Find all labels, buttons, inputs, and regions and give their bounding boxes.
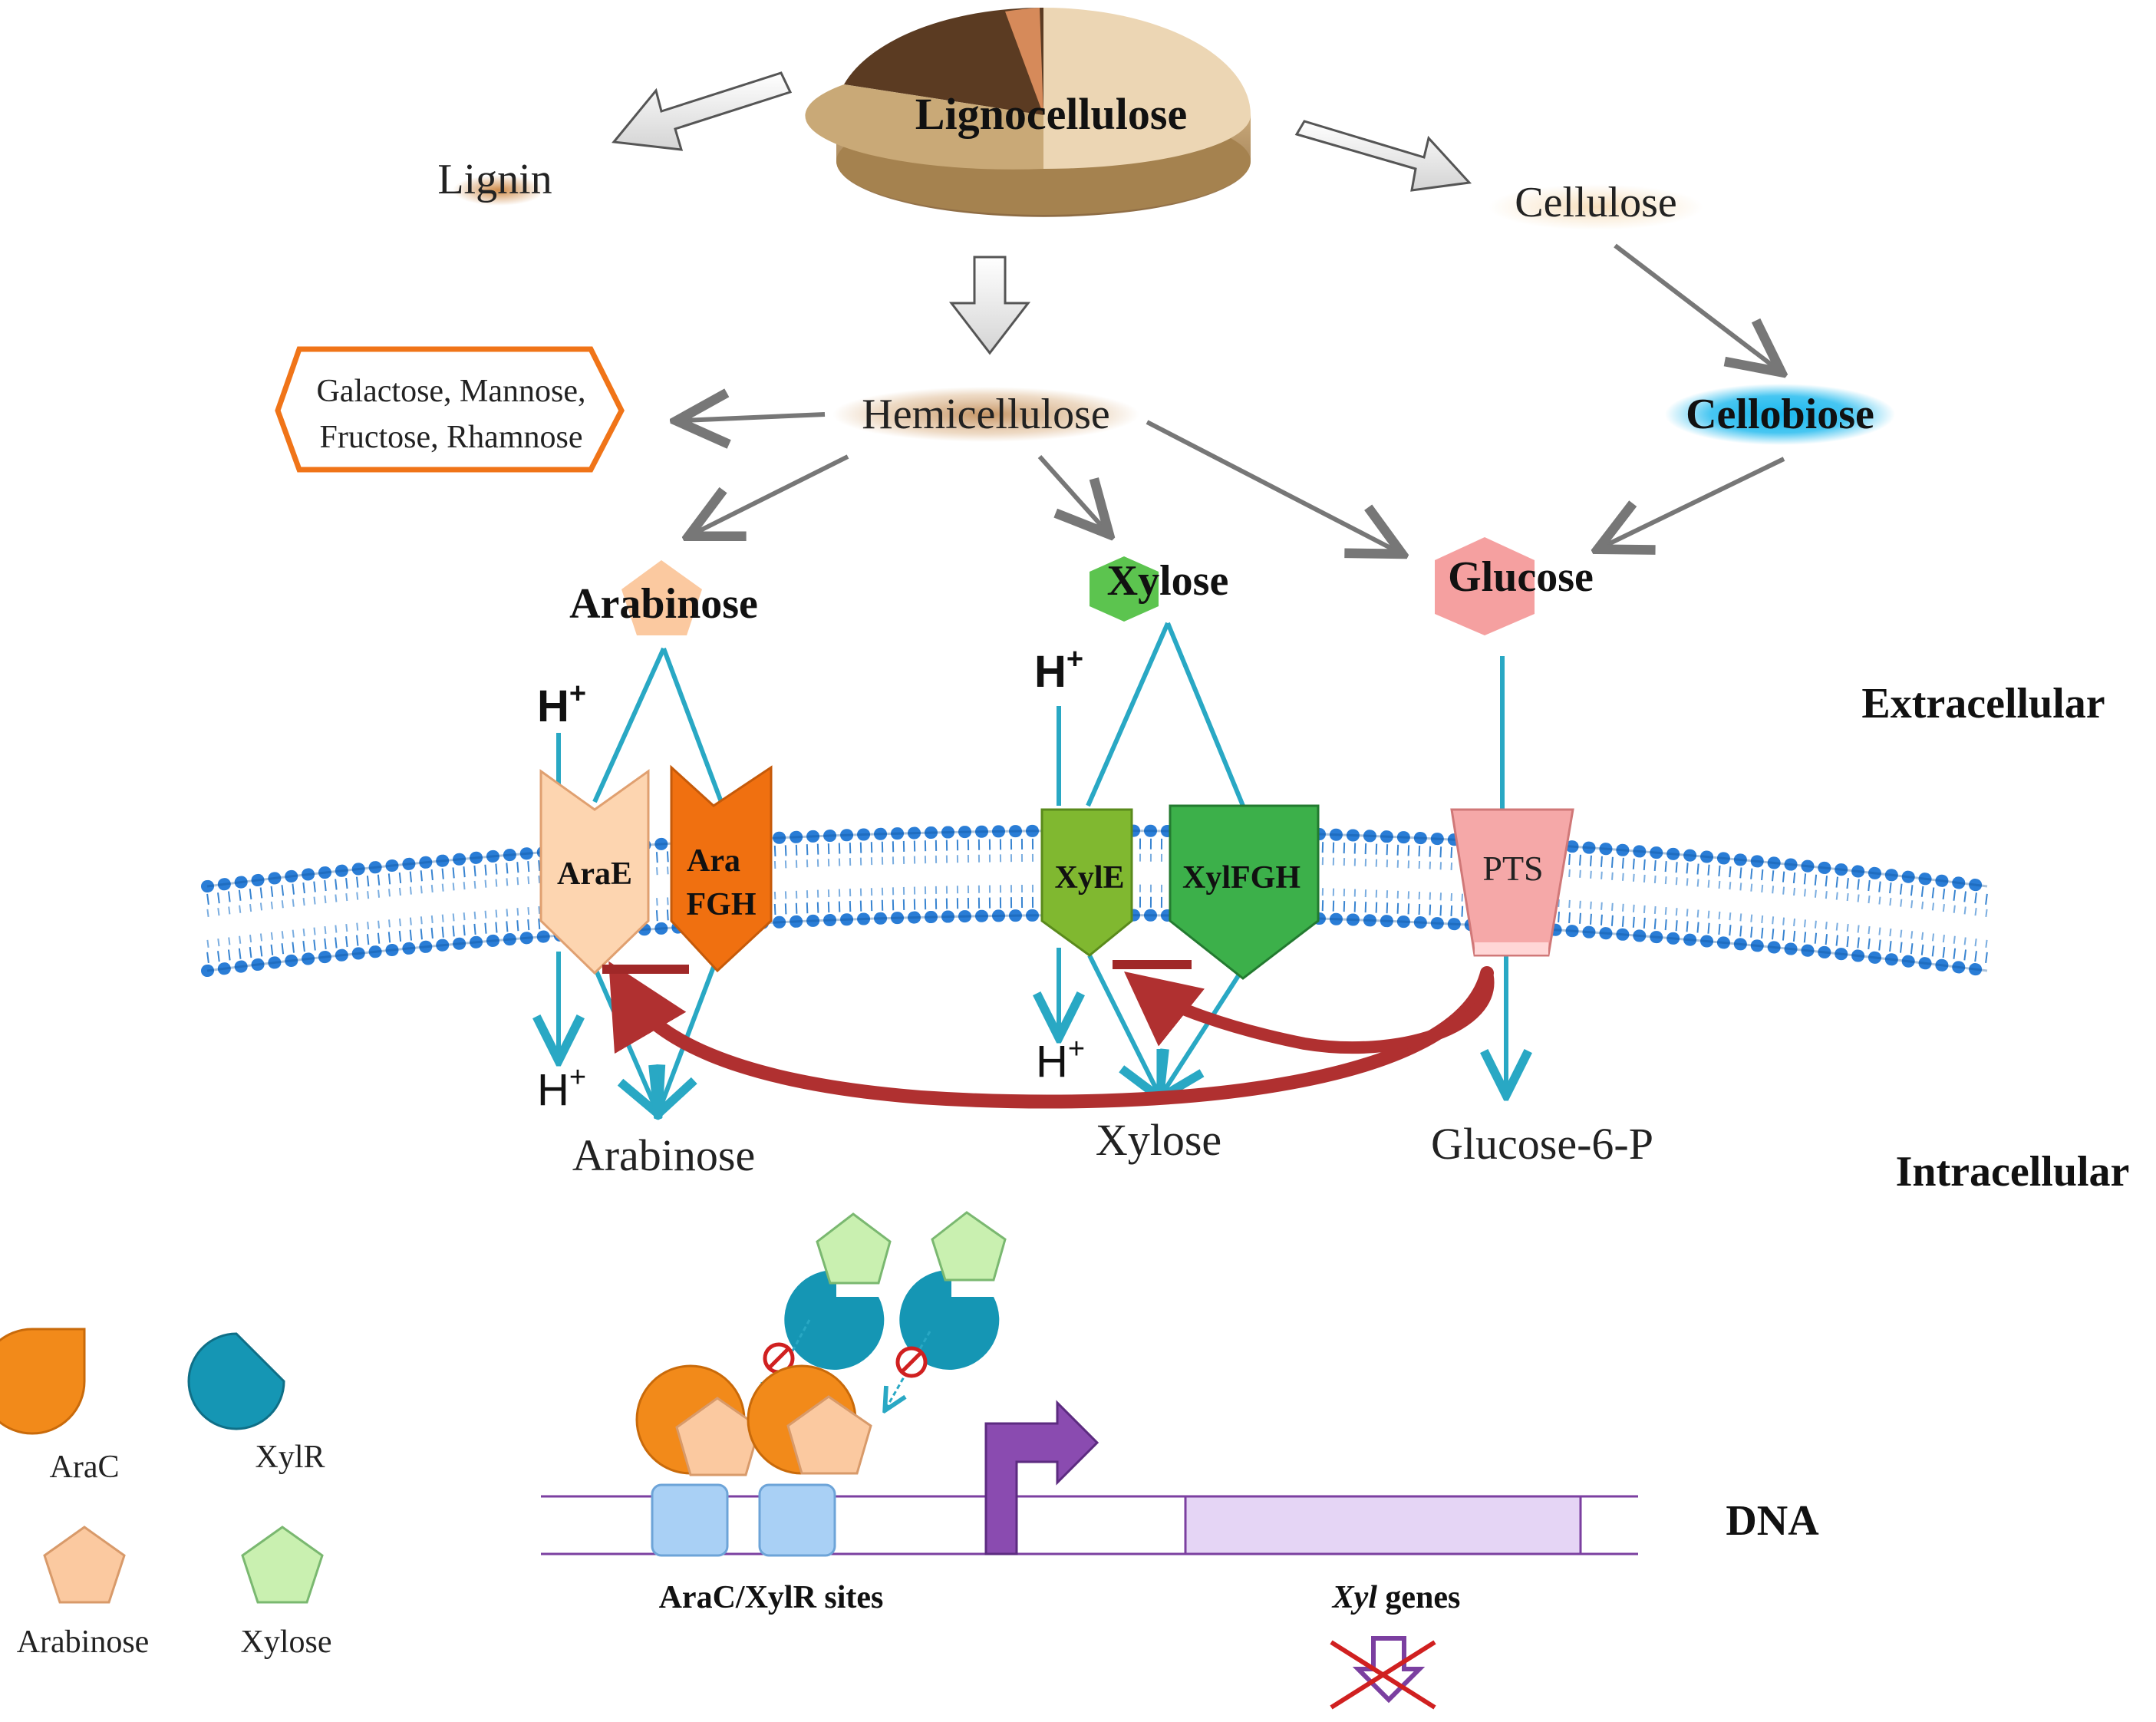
arafgh-transporter — [670, 764, 773, 973]
arafgh-label-line2: FGH — [687, 887, 757, 922]
arrow-hemi-to-arabinose — [694, 454, 849, 533]
cellulose-glow — [1488, 184, 1703, 230]
pts-label: PTS — [1482, 849, 1543, 888]
hemicellulose-glow — [832, 387, 1139, 442]
arrow-hemi-to-xylose — [1037, 454, 1105, 529]
lignin-label: Lignin — [437, 156, 552, 203]
xylr-xylose-complex-2 — [899, 1211, 1007, 1370]
xylose-to-xylfgh — [1165, 622, 1245, 807]
other-sugars-line2: Fructose, Rhamnose — [320, 420, 583, 455]
arac-arabinose-complex-1 — [635, 1364, 761, 1476]
cellobiose-label: Cellobiose — [1686, 391, 1874, 438]
other-sugars-hexagon — [275, 346, 625, 473]
proton-int-arabinose: H+ — [537, 1061, 586, 1115]
legend-xylr-label: XylR — [255, 1440, 325, 1475]
glucose-label: Glucose — [1448, 553, 1594, 601]
xylfgh-label: XylFGH — [1182, 860, 1301, 896]
lignocellulose-label: Lignocellulose — [915, 89, 1187, 139]
arrow-to-hemicellulose — [948, 256, 1031, 355]
lignocellulose-pie — [805, 7, 1251, 217]
arabinose-label: Arabinose — [569, 580, 758, 628]
proton-int-xylose: H+ — [1036, 1033, 1085, 1087]
legend-arabinose-label: Arabinose — [17, 1625, 150, 1660]
arrow-hemi-to-glucose — [1146, 420, 1396, 551]
xyle-transporter — [1040, 808, 1133, 957]
pts-transporter — [1450, 808, 1574, 957]
promoter-arrow — [984, 1400, 1099, 1555]
arabinose-pentagon — [621, 560, 702, 635]
arac-arabinose-complex-2 — [747, 1364, 872, 1475]
cellulose-label: Cellulose — [1515, 179, 1677, 226]
xylfgh-to-xylose-arrow — [1162, 973, 1241, 1094]
xyl-genes-label: Xyl genes — [1331, 1580, 1461, 1615]
proton-ext-xylose: H+ — [1034, 643, 1083, 697]
blocked-binding-2 — [886, 1331, 931, 1408]
arafgh-label-line1: Ara — [687, 843, 740, 879]
legend-arac-label: AraC — [50, 1450, 120, 1485]
intracellular-xylose-label: Xylose — [1096, 1115, 1221, 1165]
inhibition-arc-xylose — [1123, 967, 1495, 1054]
proton-ext-arabinose: H+ — [537, 678, 586, 731]
arrow-to-cellulose — [1294, 120, 1472, 192]
glucose6p-label: Glucose-6-P — [1431, 1119, 1653, 1169]
dna-label: DNA — [1726, 1497, 1819, 1545]
xyle-to-xylose-arrow — [1087, 954, 1159, 1094]
other-sugars-line1: Galactose, Mannose, — [316, 374, 585, 409]
xylfgh-transporter — [1169, 804, 1320, 980]
legend-xylr-icon — [187, 1332, 285, 1430]
binding-site-2 — [758, 1483, 836, 1557]
arae-label: AraE — [557, 856, 632, 892]
arrow-to-lignin — [612, 71, 793, 151]
arrow-hemi-to-other — [683, 414, 826, 421]
legend-xylose-icon — [241, 1526, 324, 1604]
xyl-genes-box — [1184, 1495, 1582, 1555]
lignin-glow — [453, 175, 545, 206]
arabinose-to-arafgh — [661, 647, 724, 803]
xylose-to-xyle — [1086, 622, 1170, 807]
xylr-xylose-complex-1 — [784, 1212, 892, 1370]
hemicellulose-label: Hemicellulose — [862, 391, 1109, 438]
legend-xylose-label: Xylose — [241, 1625, 332, 1660]
intracellular-label: Intracellular — [1896, 1148, 2130, 1196]
arae-transporter — [539, 769, 650, 975]
xylose-label: Xylose — [1107, 557, 1229, 605]
blocked-expression-icon — [1330, 1636, 1436, 1710]
legend-arabinose-icon — [43, 1526, 126, 1604]
legend-arac-icon — [0, 1328, 86, 1435]
binding-sites-label: AraC/XylR sites — [659, 1580, 884, 1615]
xylose-hexagon — [1090, 556, 1159, 622]
glucose-hexagon — [1435, 537, 1535, 635]
pts-base — [1475, 942, 1548, 955]
arabinose-to-arae — [592, 647, 666, 803]
arrow-cellulose-to-cellobiose — [1614, 243, 1776, 368]
xyle-label: XylE — [1054, 860, 1124, 896]
cellobiose-glow — [1665, 384, 1895, 445]
inhibition-arc-arabinose — [608, 961, 1494, 1109]
intracellular-arabinose-label: Arabinose — [572, 1130, 755, 1180]
extracellular-label: Extracellular — [1861, 680, 2105, 727]
binding-site-1 — [651, 1483, 729, 1557]
arrow-cellobiose-to-glucose — [1604, 457, 1785, 546]
